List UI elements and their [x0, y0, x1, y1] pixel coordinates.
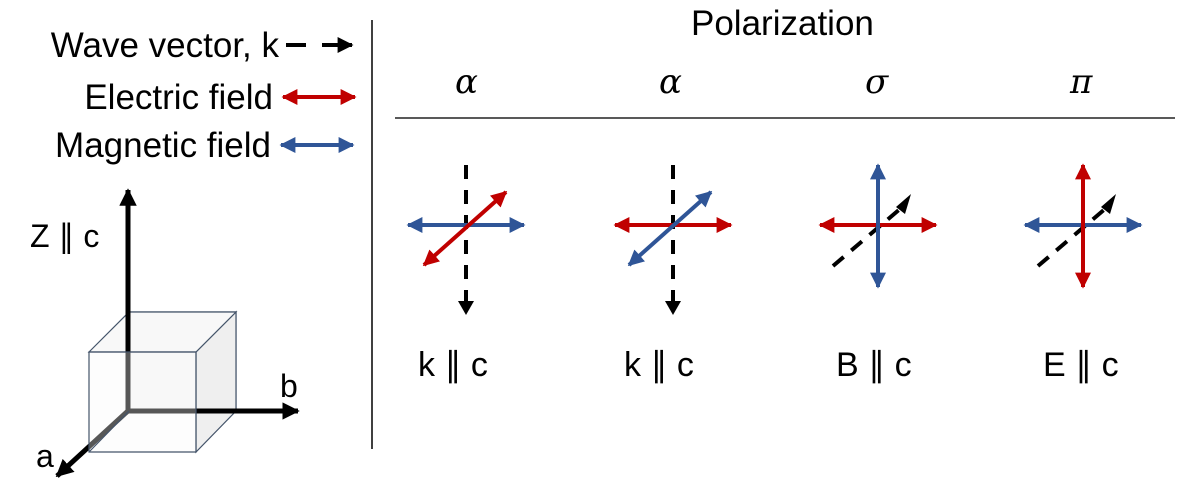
symbol-pi: π	[1070, 62, 1093, 102]
crystal-cube-front	[88, 351, 197, 453]
polarization-diagram-pi	[1023, 163, 1143, 289]
legend-label-magnetic-field: Magnetic field	[55, 126, 271, 165]
caption-alpha-2: k ∥ c	[624, 346, 694, 384]
polarization-diagram-sigma	[818, 163, 938, 289]
b-axis-label: b	[280, 368, 298, 404]
legend-label-wave-vector: Wave vector, k	[50, 26, 279, 65]
legend-label-electric-field: Electric field	[84, 78, 273, 117]
polarization-diagram-alpha-1	[406, 165, 526, 315]
caption-sigma: B ∥ c	[836, 346, 912, 384]
symbol-sigma: σ	[865, 62, 889, 102]
polarization-title: Polarization	[691, 4, 874, 43]
caption-pi: E ∥ c	[1043, 346, 1119, 384]
symbol-alpha-1: α	[455, 62, 478, 102]
z-axis-label: Z ∥ c	[30, 218, 100, 254]
coordinate-axes	[55, 188, 300, 478]
caption-alpha-1: k ∥ c	[418, 346, 488, 384]
a-axis	[55, 408, 131, 478]
polarization-diagram-alpha-2	[613, 165, 733, 315]
symbol-alpha-2: α	[659, 62, 682, 102]
a-axis-label: a	[36, 438, 54, 474]
